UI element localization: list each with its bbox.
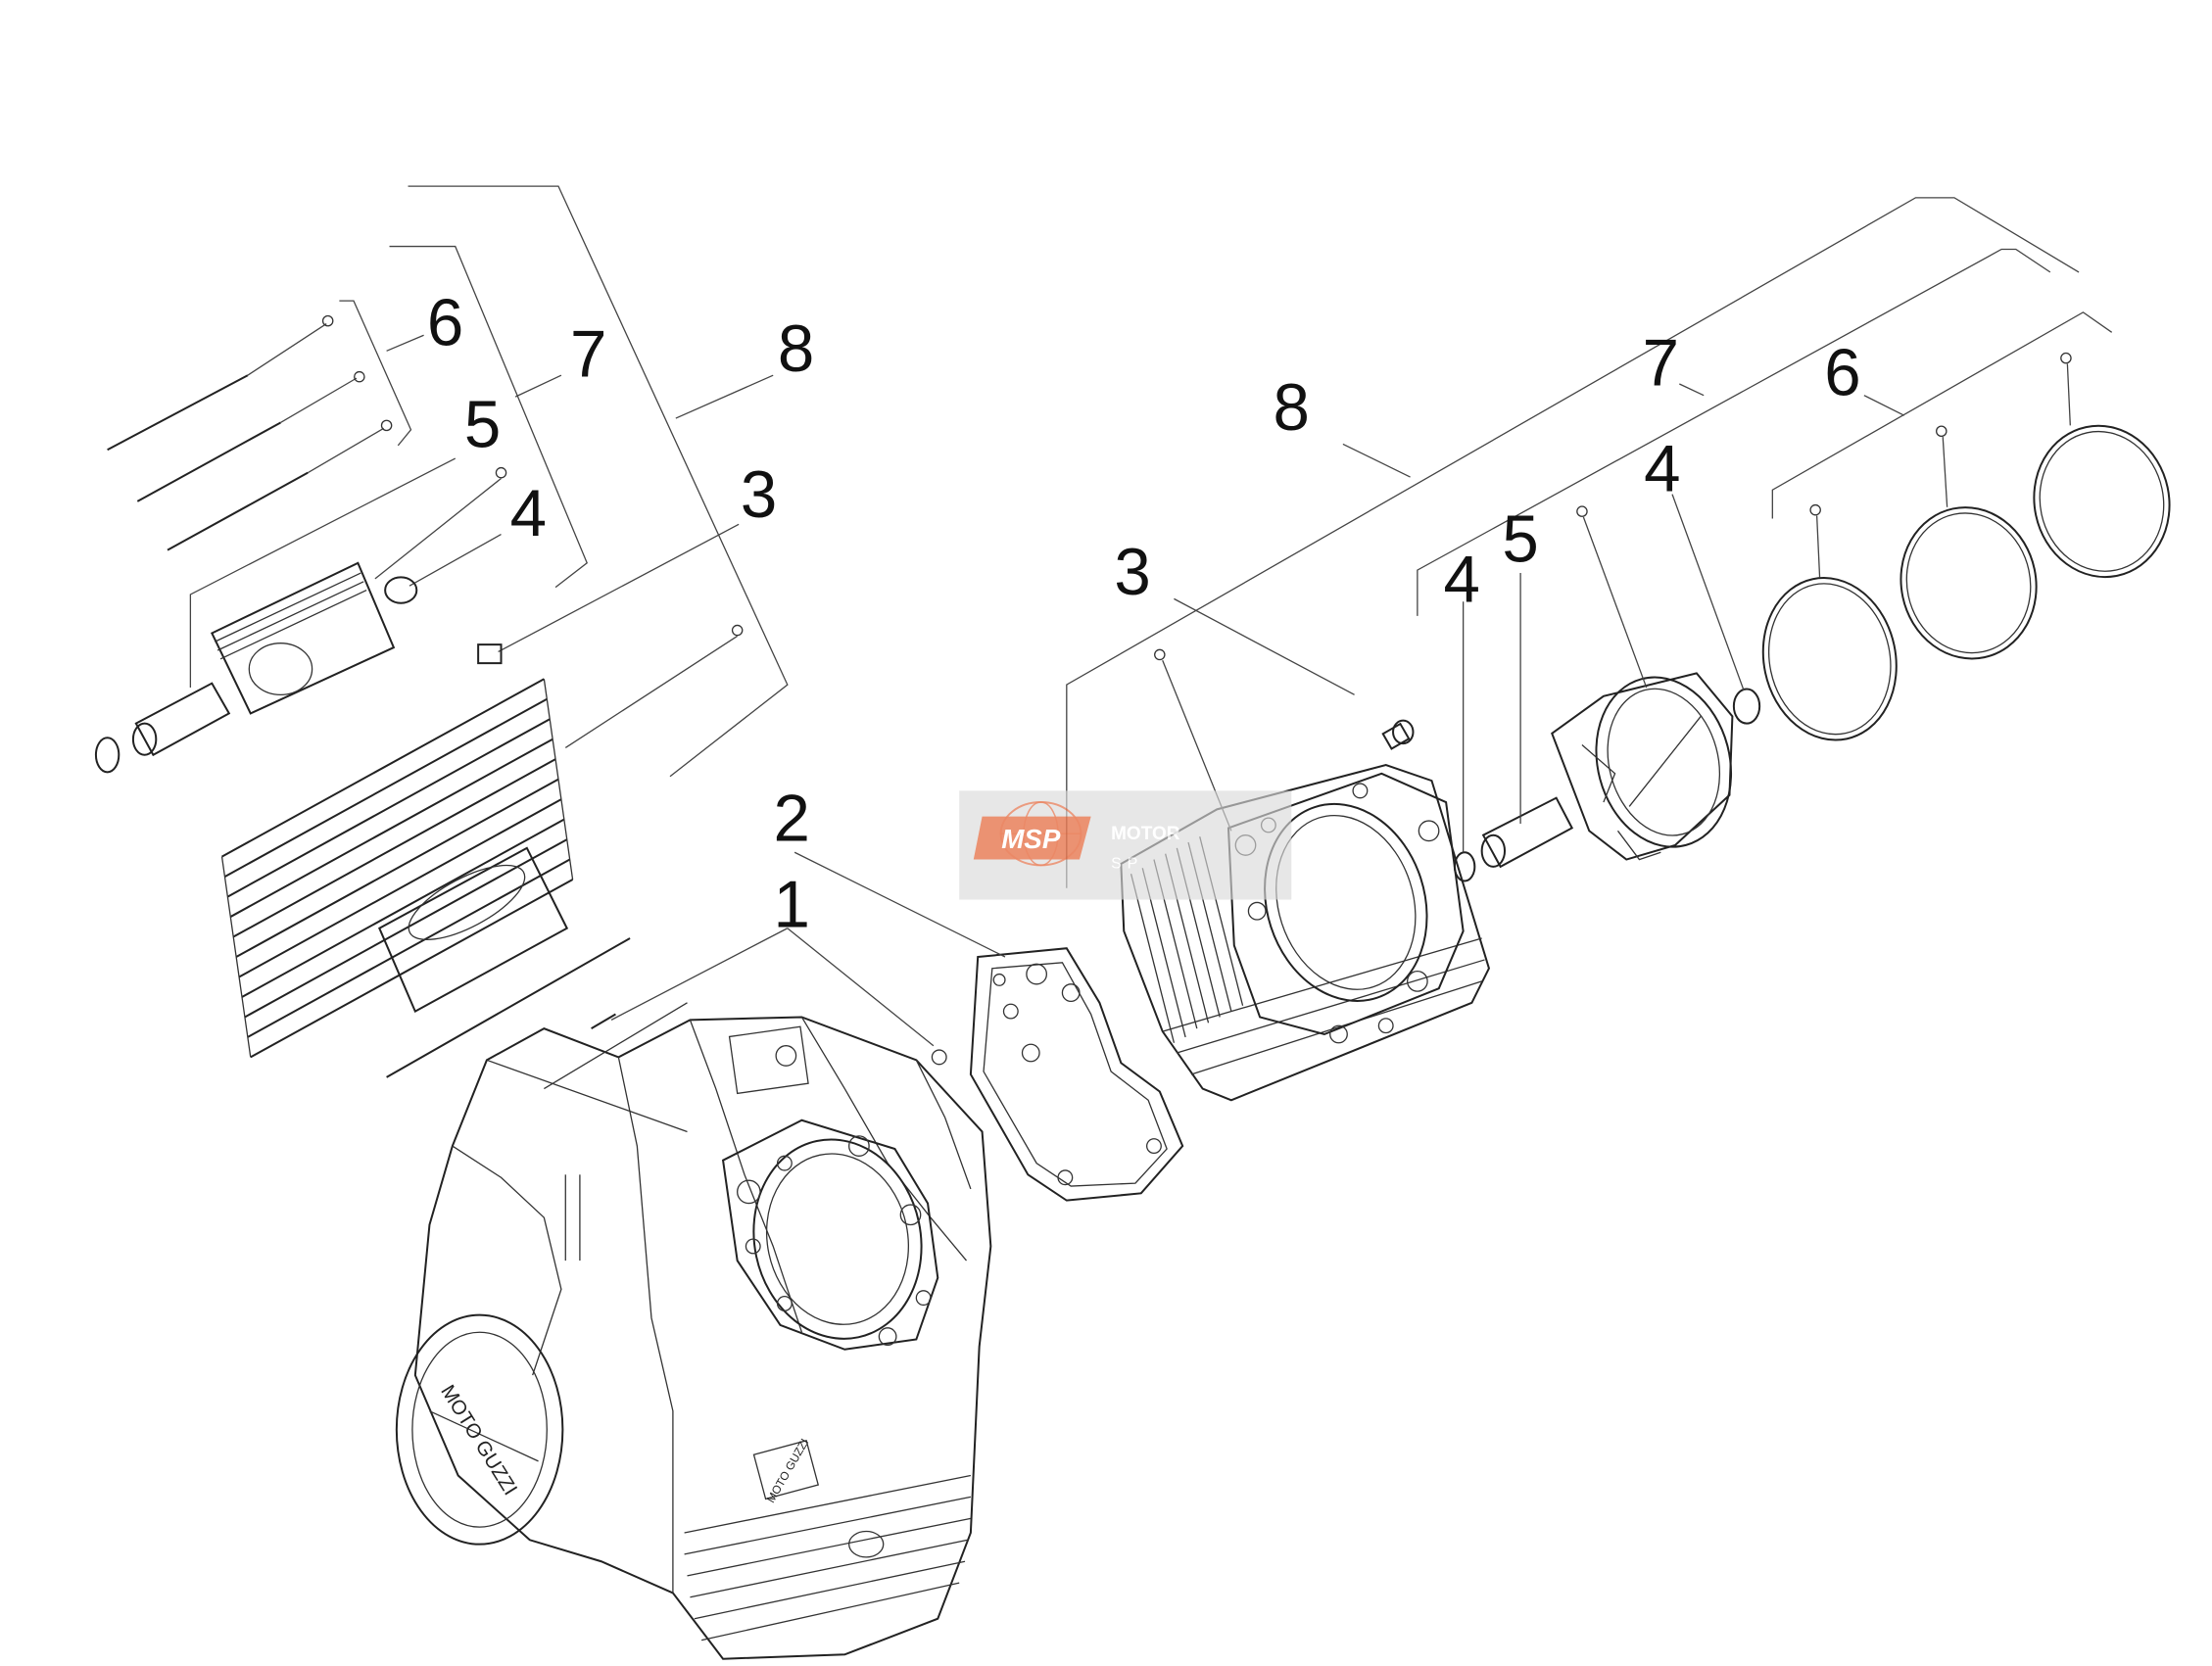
cover-brand-text: MOTO GUZZI [436, 1381, 521, 1499]
msp-watermark: MSP MOTOR SP [959, 790, 1292, 900]
right-piston-rings [1749, 354, 2184, 753]
left-studs [387, 938, 630, 1077]
engine-crankcase: MOTO GUZZI MOTO GUZZI [397, 1003, 991, 1659]
callout-right-3: 3 [1114, 536, 1150, 609]
base-gasket [611, 852, 1182, 1200]
watermark-line1: MOTOR [1111, 824, 1180, 844]
callout-right-7: 7 [1643, 326, 1679, 400]
right-dowel [1383, 721, 1414, 749]
callout-right-4a: 4 [1443, 543, 1479, 616]
left-cylinder [222, 625, 743, 1057]
block-brand-text: MOTO GUZZI [764, 1437, 811, 1505]
callout-right-8: 8 [1274, 371, 1310, 445]
callout-lower-2: 2 [774, 783, 810, 856]
left-piston-pin [96, 577, 416, 772]
callout-right-6: 6 [1824, 337, 1860, 410]
callout-labels: 6 7 8 5 4 3 8 7 6 4 5 4 3 2 1 [427, 286, 1861, 941]
right-piston-pin [1455, 495, 1759, 881]
left-cylinder-group [96, 186, 788, 1077]
left-piston [212, 468, 505, 714]
watermark-logo: MSP [1001, 824, 1061, 854]
left-piston-rings [108, 316, 392, 550]
engine-sump: MOTO GUZZI [685, 1437, 971, 1641]
watermark-line2: SP [1111, 854, 1143, 872]
engine-side-cover: MOTO GUZZI [397, 1315, 563, 1545]
watermark-globe-icon [973, 802, 1091, 865]
left-dowel [478, 644, 501, 663]
callout-left-6: 6 [427, 286, 463, 359]
callout-left-3: 3 [741, 458, 777, 532]
callout-right-5: 5 [1502, 502, 1538, 576]
right-cylinder-group [1067, 198, 2184, 1100]
callout-left-7: 7 [570, 318, 606, 392]
callout-left-8: 8 [778, 312, 814, 386]
block-head-gasket [723, 1120, 939, 1355]
callout-lower-1: 1 [774, 868, 810, 941]
callout-right-4b: 4 [1644, 433, 1680, 506]
right-piston [1552, 506, 1750, 862]
callout-left-5: 5 [464, 388, 501, 461]
callout-left-4: 4 [510, 477, 547, 550]
